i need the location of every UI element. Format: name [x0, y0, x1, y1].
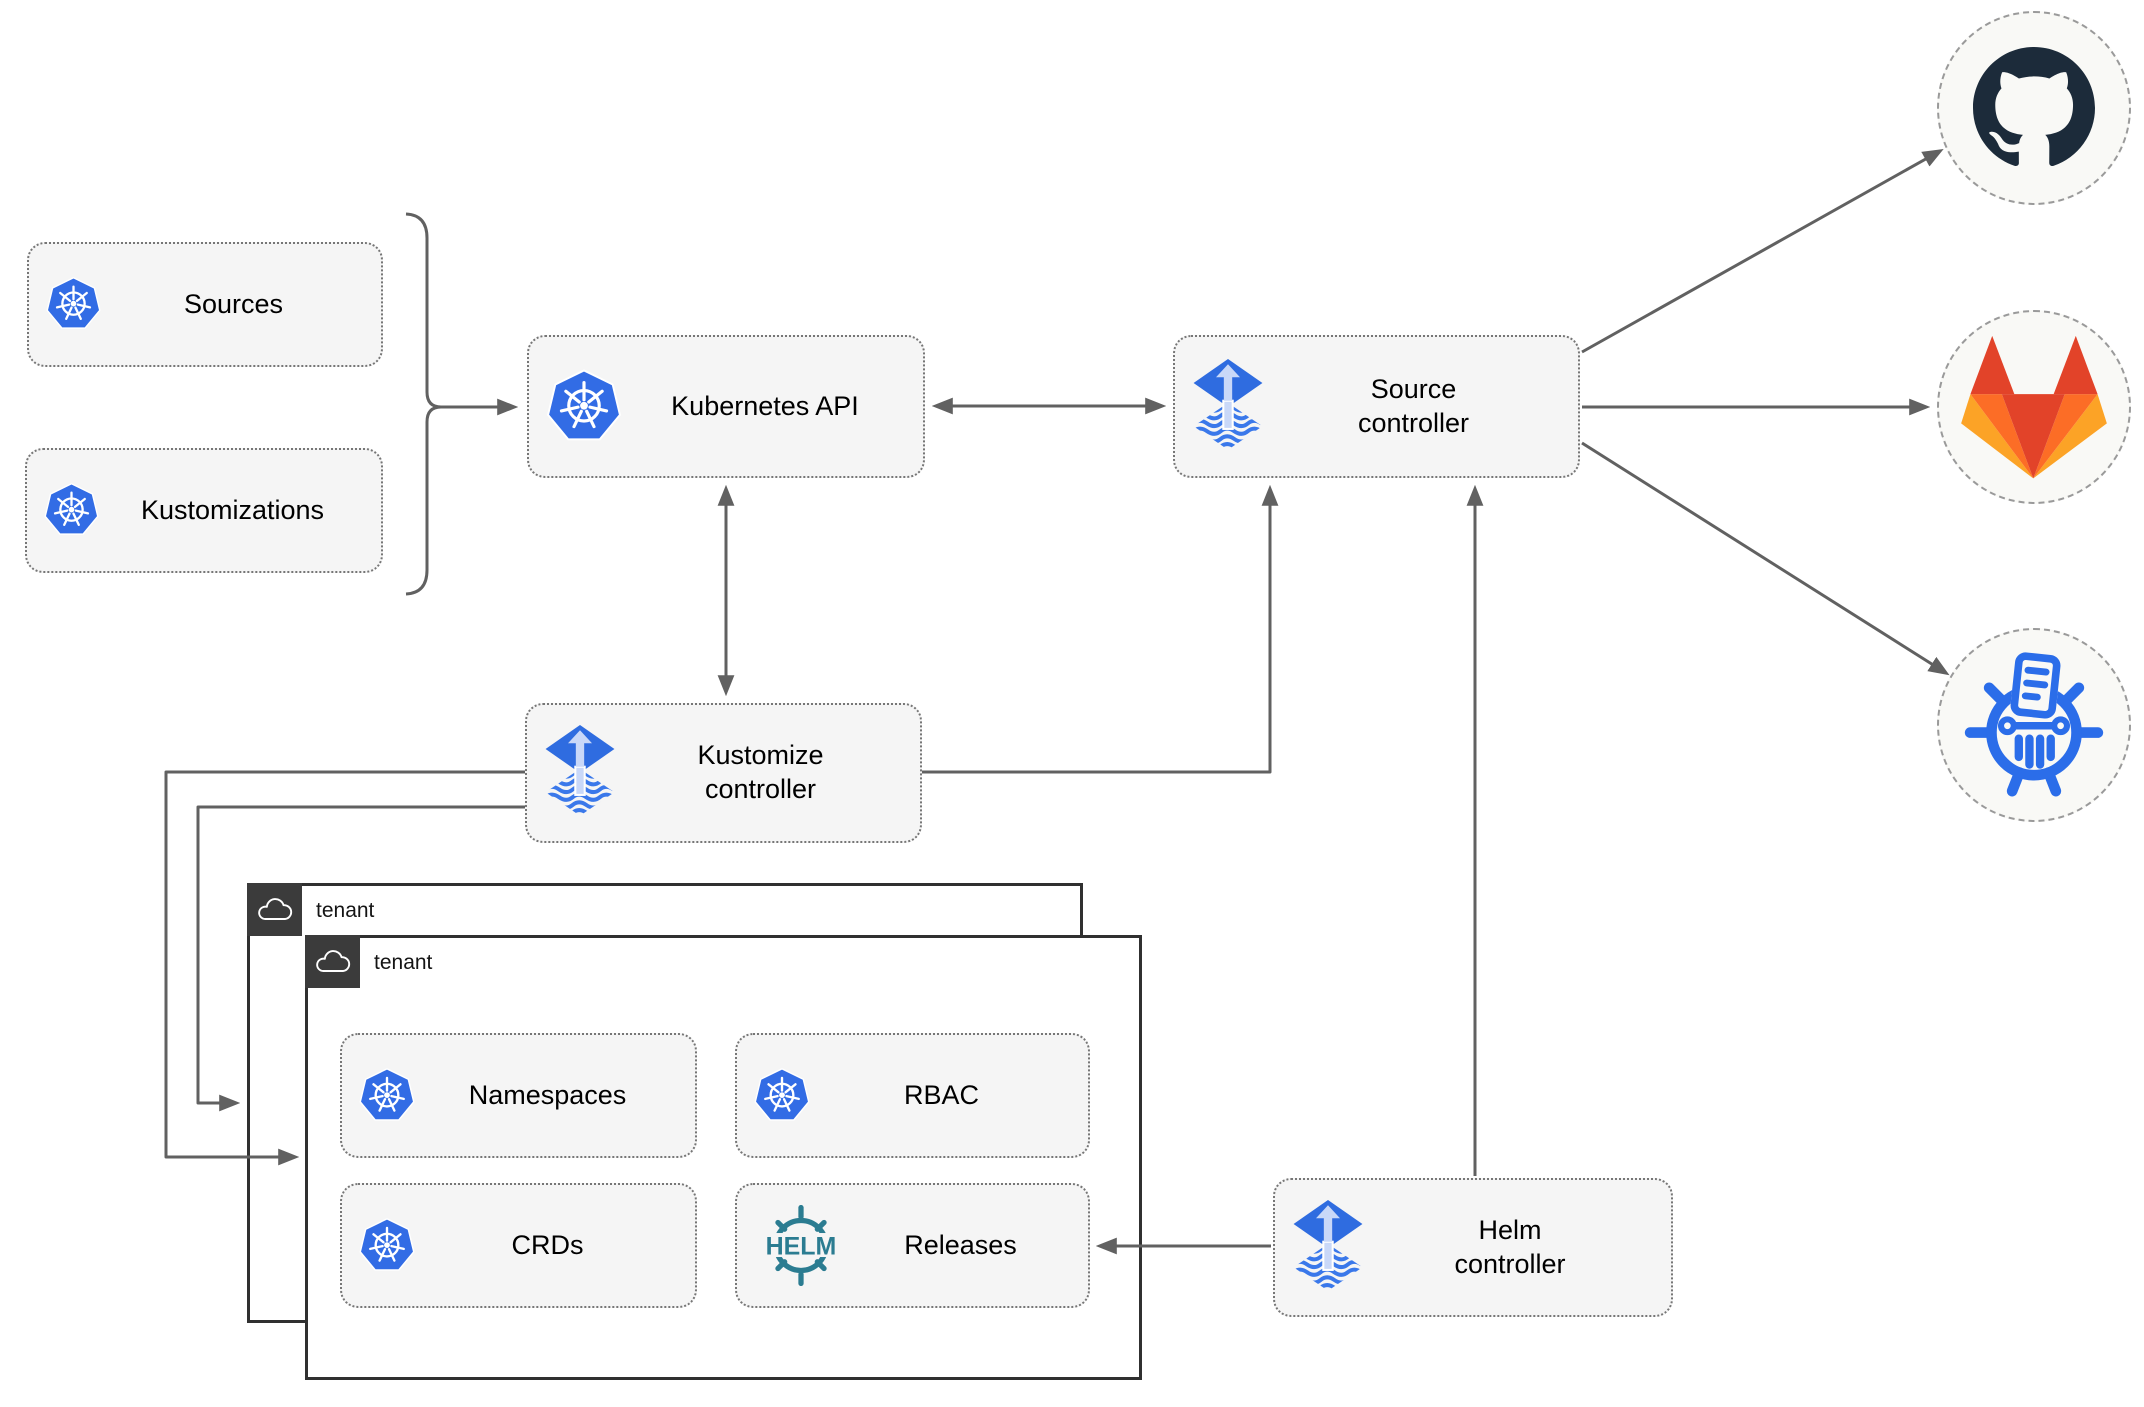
flux-icon [1191, 359, 1265, 455]
github-icon [1973, 47, 2095, 166]
flux-icon [1291, 1200, 1365, 1296]
namespaces-node: Namespaces [340, 1033, 697, 1158]
sources-label: Sources [183, 288, 284, 319]
kubernetes-icon [753, 1067, 811, 1125]
kubernetes-api-node: Kubernetes API [527, 335, 925, 478]
cloud-icon [314, 947, 352, 976]
kubernetes-icon [358, 1067, 416, 1125]
kubernetes-icon [43, 482, 100, 539]
gitlab-provider [1937, 310, 2131, 504]
edge-bracket-to-api [405, 212, 519, 416]
tenant-header [305, 935, 360, 988]
releases-node: HELM Releases [735, 1183, 1090, 1308]
sources-node: Sources [27, 242, 383, 367]
kubernetes-icon [545, 368, 623, 446]
chartmuseum-provider [1937, 628, 2131, 822]
edge-source-github [1581, 148, 1944, 354]
gitlab-icon [1961, 335, 2107, 479]
tenant-label: tenant [374, 951, 433, 974]
kubernetes-icon [45, 276, 102, 333]
edge-bracket-lower [405, 405, 442, 596]
edge-source-chartmuseum [1581, 441, 1950, 676]
helm-wordmark: HELM [766, 1233, 837, 1261]
flux-icon [543, 725, 617, 821]
edge-kustomize-source [922, 484, 1279, 774]
releases-label: Releases [904, 1229, 1017, 1260]
rbac-node: RBAC [735, 1033, 1090, 1158]
kustomizations-label: Kustomizations [140, 494, 325, 525]
tenant-header [247, 883, 302, 936]
helm-icon: HELM [753, 1205, 849, 1286]
chartmuseum-icon [1964, 652, 2104, 797]
github-provider [1937, 11, 2131, 205]
source-controller-node: Source controller [1173, 335, 1580, 478]
kubernetes-icon [358, 1217, 416, 1275]
crds-node: CRDs [340, 1183, 697, 1308]
source-controller-label: Source controller [1357, 373, 1470, 438]
kustomize-controller-node: Kustomize controller [525, 703, 922, 843]
helm-controller-node: Helm controller [1273, 1178, 1673, 1317]
rbac-label: RBAC [903, 1079, 979, 1110]
crds-label: CRDs [511, 1229, 584, 1260]
kubernetes-api-label: Kubernetes API [671, 390, 859, 421]
namespaces-label: Namespaces [468, 1079, 627, 1110]
cloud-icon [256, 895, 294, 924]
kustomizations-node: Kustomizations [25, 448, 383, 573]
tenant-label: tenant [316, 899, 375, 922]
helm-controller-label: Helm controller [1454, 1214, 1566, 1279]
kustomize-controller-label: Kustomize controller [697, 740, 824, 804]
